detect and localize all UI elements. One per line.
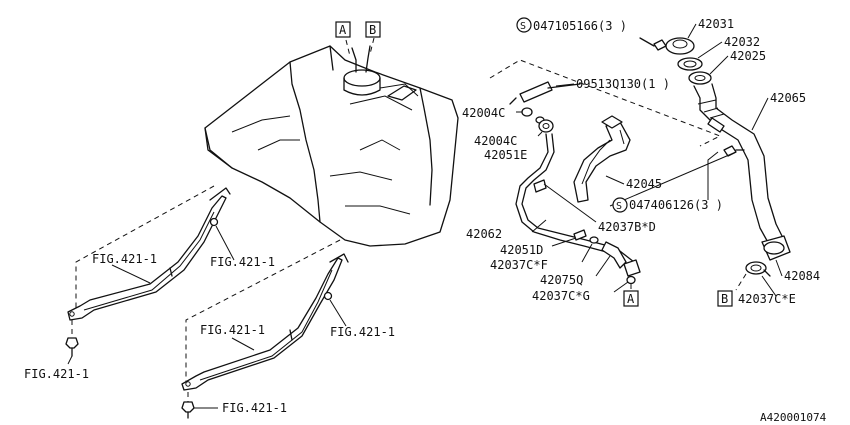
leader-strap-2	[185, 239, 341, 388]
label-42004C-lower: 42004C	[474, 134, 517, 148]
label-fig-bolt-bottom: FIG.421-1	[222, 401, 287, 415]
label-fig-bolt-left: FIG.421-1	[24, 367, 89, 381]
label-42084: 42084	[784, 269, 820, 283]
hose-42075Q	[601, 241, 627, 269]
label-42045: 42045	[626, 177, 662, 191]
svg-text:S: S	[520, 21, 526, 32]
leader-strap-1	[75, 185, 215, 308]
screw-mid	[707, 145, 745, 200]
ring-42025	[688, 71, 712, 85]
tank-strap-lower	[181, 253, 349, 391]
callout-box-a-right: A	[623, 290, 639, 307]
grommet-42051E	[538, 119, 554, 133]
label-42025: 42025	[730, 49, 766, 63]
strap-bolt-lower-left	[65, 337, 79, 357]
label-42037CF: 42037C*F	[490, 258, 548, 272]
strap-bolt-bottom	[181, 401, 195, 419]
filler-cap-42031	[665, 37, 695, 55]
callout-box-b-right: B	[717, 290, 733, 307]
label-42075Q: 42075Q	[540, 273, 583, 287]
clip-42004C-upper	[521, 107, 533, 117]
label-09513Q130: 09513Q130(1 )	[576, 77, 670, 91]
screw-top	[639, 37, 667, 51]
label-42037CE: 42037C*E	[738, 292, 796, 306]
label-screw-top: 047105166(3 )	[533, 19, 627, 33]
s-marker-mid: S	[612, 197, 628, 213]
hose-42084	[761, 235, 791, 261]
clip-42037CG	[626, 275, 636, 285]
clip-42037CF	[589, 236, 599, 244]
svg-text:B: B	[369, 23, 376, 37]
label-42051E: 42051E	[484, 148, 527, 162]
callout-box-a-top: A	[335, 21, 351, 38]
callout-box-b-top: B	[365, 21, 381, 38]
leader-box-b-right	[735, 273, 747, 291]
fuel-tank	[204, 45, 459, 247]
gasket-42032	[677, 57, 703, 71]
dashed-enclosure	[489, 59, 722, 147]
label-42031: 42031	[698, 17, 734, 31]
tank-strap-upper	[67, 187, 231, 321]
label-42065: 42065	[770, 91, 806, 105]
label-42051D: 42051D	[500, 243, 543, 257]
label-42062: 42062	[466, 227, 502, 241]
leader-box-a-tank	[345, 39, 351, 57]
breather-hose-small	[509, 81, 581, 105]
s-marker-top: S	[516, 17, 532, 33]
label-42032: 42032	[724, 35, 760, 49]
clamp-42037CE	[745, 261, 771, 277]
label-fig-strap-lower: FIG.421-1	[200, 323, 265, 337]
leader-box-b-tank	[369, 37, 375, 55]
label-screw-mid: 047406126(3 )	[629, 198, 723, 212]
diagram-id: A420001074	[760, 411, 827, 424]
label-42004C-upper: 42004C	[462, 106, 505, 120]
label-fig-strap-upper: FIG.421-1	[92, 252, 157, 266]
filler-pipe-42065	[693, 83, 785, 247]
svg-text:S: S	[616, 201, 622, 212]
label-fig-strap-upper-bolt: FIG.421-1	[210, 255, 275, 269]
label-fig-strap-lower-bolt: FIG.421-1	[330, 325, 395, 339]
label-42037CG: 42037C*G	[532, 289, 590, 303]
clip-42037BD	[533, 179, 597, 223]
label-42037BD: 42037B*D	[598, 220, 656, 234]
svg-text:A: A	[627, 292, 635, 306]
hose-42045	[573, 115, 631, 203]
svg-text:B: B	[721, 292, 728, 306]
svg-text:A: A	[339, 23, 347, 37]
